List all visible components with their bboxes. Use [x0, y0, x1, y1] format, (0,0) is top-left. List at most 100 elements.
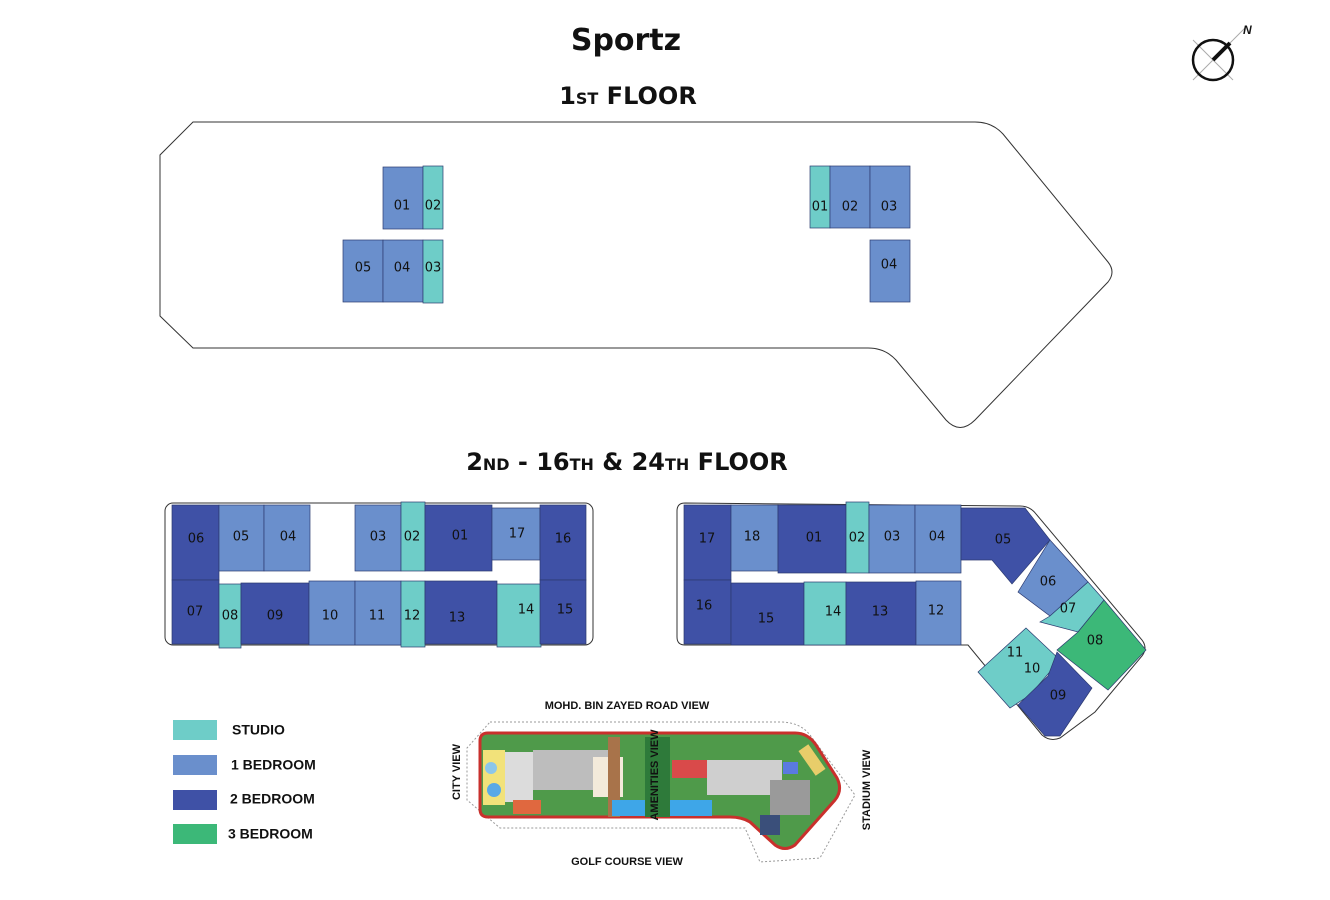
unit[interactable]: 11: [354, 580, 402, 646]
unit-shape-1br[interactable]: [308, 580, 356, 646]
unit-shape-2br[interactable]: [539, 504, 587, 581]
unit[interactable]: 03: [869, 165, 911, 229]
unit-shape-2br[interactable]: [777, 504, 847, 574]
unit[interactable]: 01: [809, 165, 831, 229]
unit-label: STUDIO: [232, 722, 285, 738]
unit-shape-2br[interactable]: [171, 504, 220, 581]
unit[interactable]: 09: [1017, 651, 1093, 737]
unit-shape-1br[interactable]: [868, 504, 916, 574]
view-label-center: AMENITIES VIEW: [649, 729, 661, 821]
unit[interactable]: 02: [829, 165, 871, 229]
unit-shape-1br[interactable]: [869, 239, 911, 303]
unit-shape-1br[interactable]: [491, 507, 541, 561]
unit-shape-2br[interactable]: [730, 582, 805, 646]
unit-shape-1br[interactable]: [354, 504, 402, 572]
unit[interactable]: 03: [422, 239, 444, 304]
unit-shape-studio[interactable]: [977, 627, 1061, 709]
unit[interactable]: 15: [539, 579, 587, 645]
unit-shape-1br[interactable]: [914, 504, 962, 574]
unit-shape-studio[interactable]: [803, 581, 847, 646]
unit-shape-2br[interactable]: [845, 581, 917, 646]
decorative-shape: [798, 744, 826, 776]
floor1-units: 01 02 05 04 03 01 02 03 04: [342, 165, 911, 304]
unit-shape-1br[interactable]: [263, 504, 311, 572]
unit-label: 2 BEDROOM: [230, 791, 315, 807]
unit[interactable]: 11: [977, 627, 1061, 709]
title-part: - 16: [510, 448, 570, 476]
unit-label: 04: [394, 261, 411, 276]
floor2-title: 2ND - 16TH & 24TH FLOOR: [466, 448, 788, 476]
unit[interactable]: 10: [308, 580, 356, 646]
unit[interactable]: 15: [730, 582, 805, 646]
unit[interactable]: 04: [914, 504, 962, 574]
unit-shape-1br[interactable]: [218, 504, 265, 572]
unit-label: 14: [825, 605, 842, 620]
unit[interactable]: 18: [730, 504, 779, 572]
unit-label: 13: [872, 605, 889, 620]
unit-shape-2br: [173, 790, 217, 810]
unit-shape-1br[interactable]: [730, 504, 779, 572]
unit[interactable]: 01: [424, 504, 493, 572]
unit[interactable]: 17: [683, 504, 732, 581]
unit[interactable]: 01: [777, 504, 847, 574]
unit-label: 02: [849, 531, 866, 546]
unit[interactable]: 05: [218, 504, 265, 572]
unit[interactable]: 02: [400, 501, 426, 572]
unit-shape-1br[interactable]: [382, 166, 424, 230]
unit[interactable]: 07: [171, 579, 220, 645]
unit-shape-studio[interactable]: [422, 239, 444, 304]
unit[interactable]: 02: [422, 165, 444, 230]
unit[interactable]: 05: [342, 239, 384, 303]
decorative-shape: [707, 760, 782, 795]
unit[interactable]: 03: [354, 504, 402, 572]
unit-shape-studio[interactable]: [400, 580, 426, 648]
unit-label: 03: [370, 530, 387, 545]
unit-label: 01: [812, 200, 829, 215]
unit-shape-2br[interactable]: [424, 504, 493, 572]
unit-shape-2br[interactable]: [683, 504, 732, 581]
unit-shape-3br[interactable]: [1056, 599, 1147, 691]
unit[interactable]: 04: [869, 239, 911, 303]
unit[interactable]: 06: [171, 504, 220, 581]
unit[interactable]: 14: [803, 581, 847, 646]
unit[interactable]: 08: [1056, 599, 1147, 691]
unit[interactable]: 04: [263, 504, 311, 572]
title-part: 1: [559, 82, 576, 110]
unit-shape-2br[interactable]: [960, 507, 1051, 585]
unit-label: 18: [744, 530, 761, 545]
unit-shape-2br[interactable]: [1017, 651, 1093, 737]
unit[interactable]: 02: [845, 501, 870, 574]
unit[interactable]: 12: [915, 580, 962, 646]
unit-shape-studio[interactable]: [809, 165, 831, 229]
unit[interactable]: 17: [491, 507, 541, 561]
unit-shape-2br[interactable]: [683, 579, 732, 645]
unit[interactable]: 14: [496, 583, 542, 648]
unit-label: 14: [518, 603, 535, 618]
legend-item-2-bedroom: 2 BEDROOM: [173, 790, 315, 810]
unit-shape-1br[interactable]: [869, 165, 911, 229]
unit[interactable]: 12: [400, 580, 426, 648]
unit-label: 17: [509, 527, 526, 542]
unit-shape-studio[interactable]: [400, 501, 426, 572]
unit[interactable]: 05: [960, 507, 1051, 585]
unit-shape-1br[interactable]: [915, 580, 962, 646]
unit-label: 05: [355, 261, 372, 276]
decorative-shape: [1232, 27, 1246, 41]
unit-shape-2br[interactable]: [539, 579, 587, 645]
unit[interactable]: 13: [845, 581, 917, 646]
unit[interactable]: 04: [382, 239, 424, 303]
unit-label: 09: [1050, 689, 1067, 704]
unit[interactable]: 13: [424, 580, 498, 645]
unit-shape-1br[interactable]: [829, 165, 871, 229]
unit[interactable]: 03: [868, 504, 916, 574]
unit[interactable]: 16: [683, 579, 732, 645]
unit-shape-2br[interactable]: [171, 579, 220, 645]
unit[interactable]: 09: [240, 582, 310, 645]
unit-shape-1br[interactable]: [342, 239, 384, 303]
unit[interactable]: 01: [382, 166, 424, 230]
view-label-left: CITY VIEW: [451, 743, 463, 800]
unit-label-10[interactable]: 10: [1024, 662, 1041, 677]
unit[interactable]: 16: [539, 504, 587, 581]
unit-shape-studio[interactable]: [422, 165, 444, 230]
unit[interactable]: 08: [218, 583, 242, 649]
